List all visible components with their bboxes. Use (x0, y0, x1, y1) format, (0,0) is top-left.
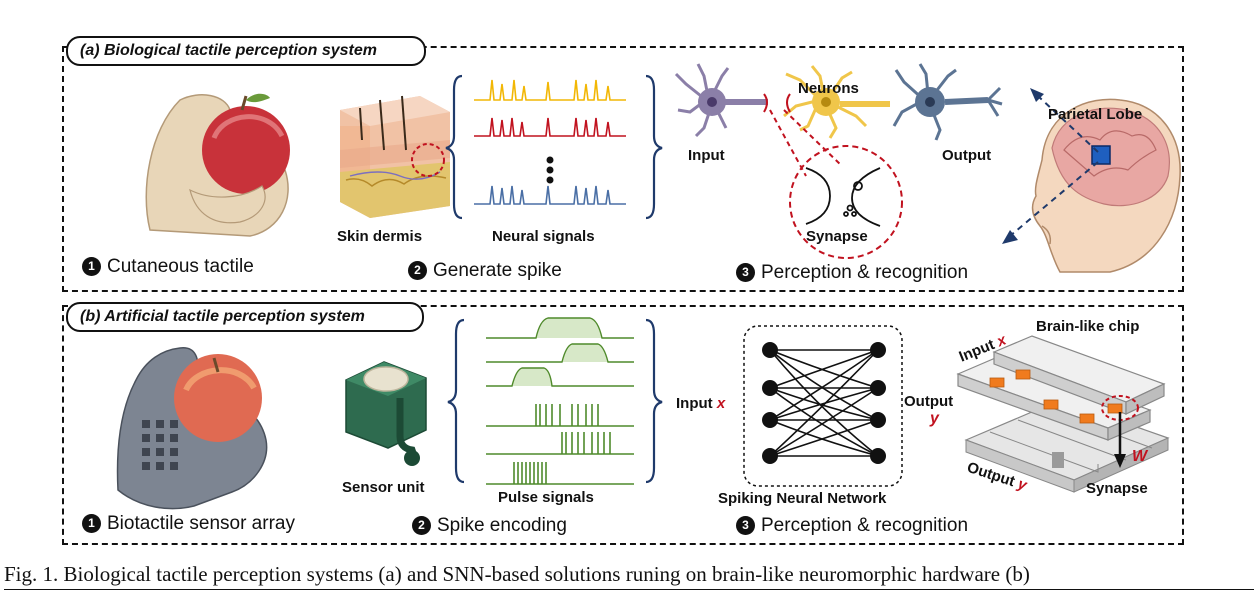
panel-b-frame (62, 305, 1184, 545)
arrowhead-down (1002, 230, 1018, 244)
panel-a-title: (a) Biological tactile perception system (66, 36, 426, 66)
step-number-icon: 2 (412, 516, 431, 535)
spike-trains-green (486, 404, 634, 485)
snn-output-label: Output (904, 393, 954, 410)
step-number-icon: 2 (408, 261, 427, 280)
input-neuron (674, 63, 768, 138)
neural-signals-brace (445, 74, 663, 220)
robot-hand-illustration (116, 347, 268, 510)
pulse-trains (486, 317, 634, 387)
figure-caption: Fig. 1. Biological tactile perception sy… (4, 562, 1254, 590)
output-neuron (892, 63, 1003, 141)
synapse-label-b: Synapse (1086, 480, 1148, 497)
brain-chip-label: Brain-like chip (1036, 318, 1140, 335)
crossbar-chip-illustration (956, 335, 1170, 493)
parietal-arrows (1009, 95, 1099, 237)
brain-head-illustration (1031, 98, 1181, 273)
sensor-unit-label: Sensor unit (342, 479, 425, 496)
pulse-signals-brace (447, 318, 663, 484)
arrowhead-up (1030, 88, 1044, 102)
snn-output-var: y (930, 410, 939, 427)
neural-signals-label: Neural signals (492, 228, 595, 245)
neural-spike-trains (474, 79, 626, 205)
ellipsis-dots (546, 156, 554, 184)
panel-b-title: (b) Artificial tactile perception system (66, 302, 424, 332)
skin-dermis-illustration (340, 95, 450, 218)
input-neuron-label: Input (688, 147, 725, 164)
snn-label: Spiking Neural Network (718, 490, 887, 507)
snn-connections (769, 349, 879, 457)
output-neuron-label: Output (942, 147, 992, 164)
pulse-signals-label: Pulse signals (498, 489, 594, 506)
hand-apple-illustration (145, 93, 290, 237)
panel-a-frame (62, 46, 1184, 292)
snn-input-label: Input x (676, 395, 726, 412)
parietal-lobe-label: Parietal Lobe (1048, 106, 1143, 123)
snn-frame (743, 325, 903, 487)
step-number-icon: 3 (736, 516, 755, 535)
weight-var-label: W (1132, 448, 1148, 465)
synapse-detail (805, 167, 881, 227)
skin-dermis-label: Skin dermis (337, 228, 423, 245)
synapse-zoom-markers (763, 93, 903, 259)
step-number-icon: 3 (736, 263, 755, 282)
neurons-label: Neurons (798, 80, 859, 97)
snn-nodes (762, 342, 886, 464)
sensor-unit-illustration (345, 361, 427, 466)
synapse-label-a: Synapse (806, 228, 868, 245)
step-number-icon: 1 (82, 257, 101, 276)
step-number-icon: 1 (82, 514, 101, 533)
